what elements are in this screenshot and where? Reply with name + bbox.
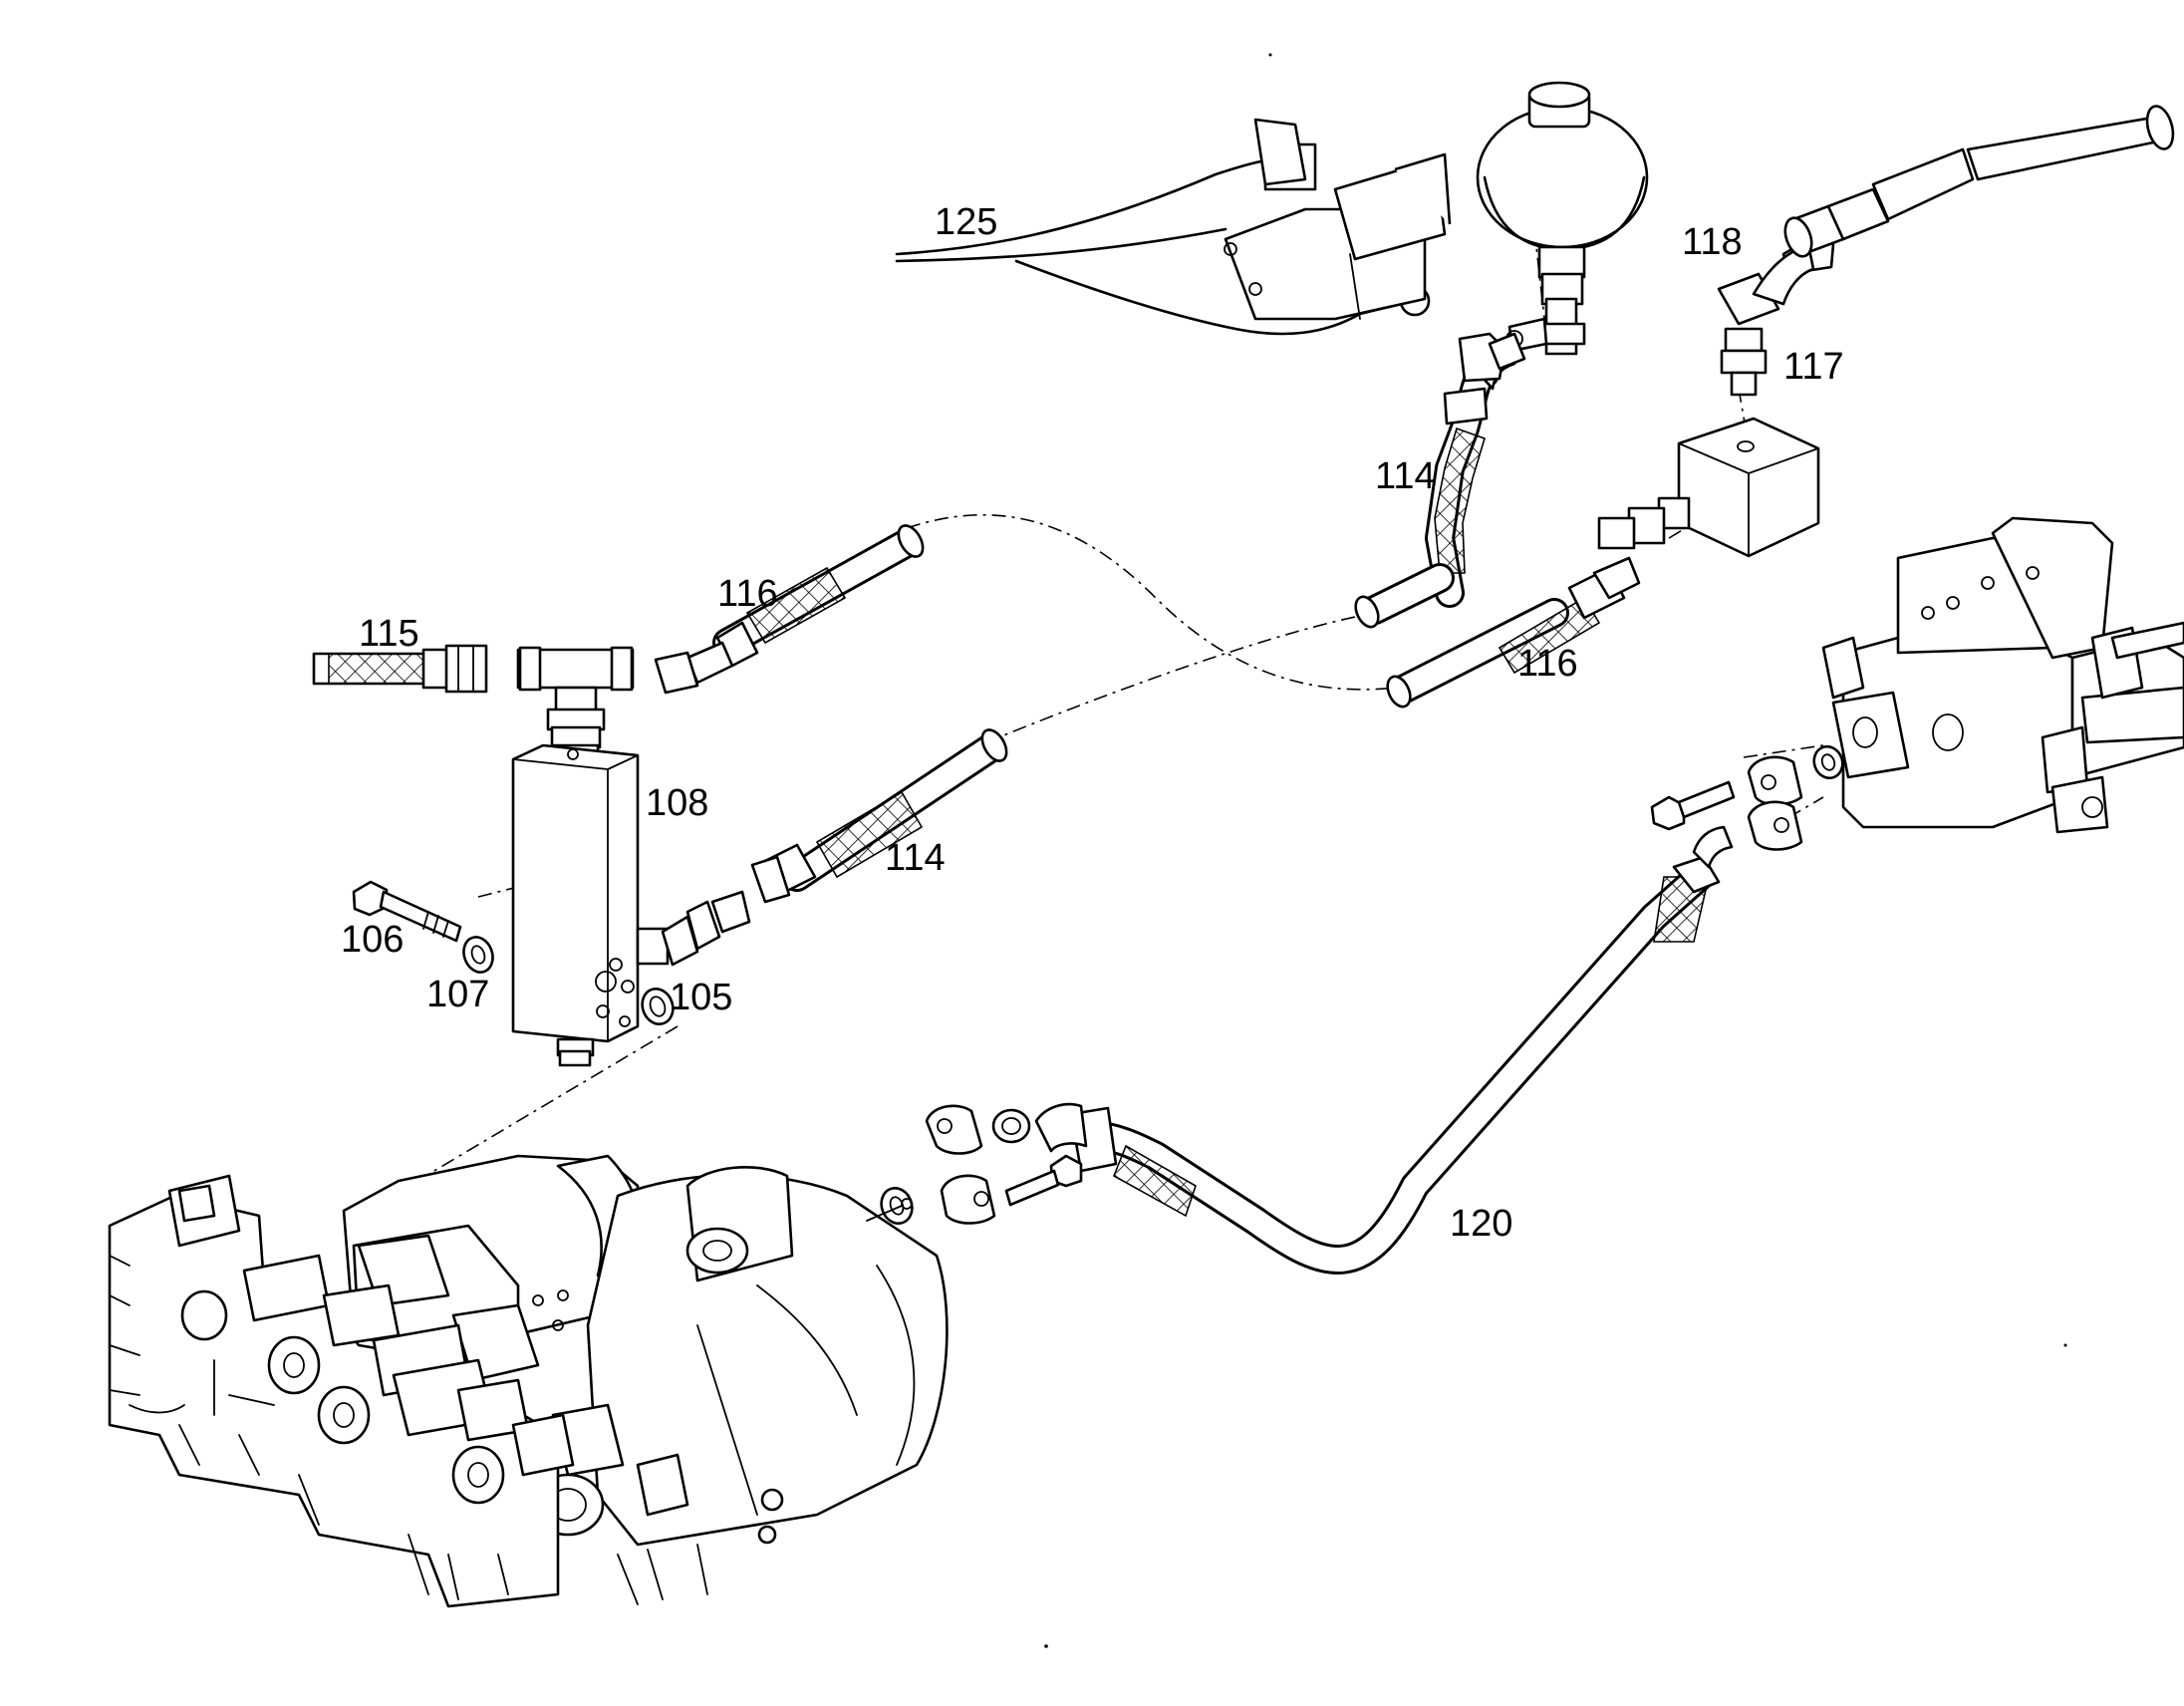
callout-116-left: 116 xyxy=(717,573,778,615)
callout-116-right: 116 xyxy=(1517,643,1578,685)
oring-105 xyxy=(641,988,675,1025)
stray-dot xyxy=(2063,1343,2067,1347)
stray-dot xyxy=(1268,53,1272,57)
hose-116-right xyxy=(1386,556,1641,709)
engine-block xyxy=(108,1174,575,1608)
hose-114-lower xyxy=(636,728,1008,967)
washer-107 xyxy=(462,936,494,974)
bolt-106 xyxy=(352,880,462,943)
callout-106: 106 xyxy=(341,919,404,961)
callout-114-lower: 114 xyxy=(885,837,946,879)
flange-set-upper xyxy=(1650,744,1844,851)
solenoid-valve-assembly xyxy=(895,118,1452,336)
callout-120: 120 xyxy=(1450,1203,1512,1245)
upper-right-pipe xyxy=(1783,105,2175,258)
flange-set-lower xyxy=(880,1104,1083,1225)
hose-115 xyxy=(312,644,488,694)
callout-125: 125 xyxy=(935,201,997,243)
hose-120 xyxy=(991,825,1734,1275)
callout-118: 118 xyxy=(1682,221,1743,263)
callout-117: 117 xyxy=(1783,346,1844,388)
stray-dot xyxy=(1044,1644,1048,1648)
callout-115: 115 xyxy=(359,613,419,655)
tee-fitting xyxy=(516,646,635,762)
callout-105: 105 xyxy=(670,977,732,1018)
filter-block-108 xyxy=(511,743,640,1067)
callout-108: 108 xyxy=(646,782,708,824)
hose-116-left xyxy=(654,524,925,695)
control-valve-block xyxy=(1821,516,2184,834)
distribution-block xyxy=(1597,417,1820,558)
callout-107: 107 xyxy=(426,974,489,1015)
callout-114-upper: 114 xyxy=(1375,455,1436,497)
connector-117 xyxy=(1720,327,1768,397)
hose-114-upper xyxy=(1354,332,1526,629)
accumulator xyxy=(1476,81,1649,356)
